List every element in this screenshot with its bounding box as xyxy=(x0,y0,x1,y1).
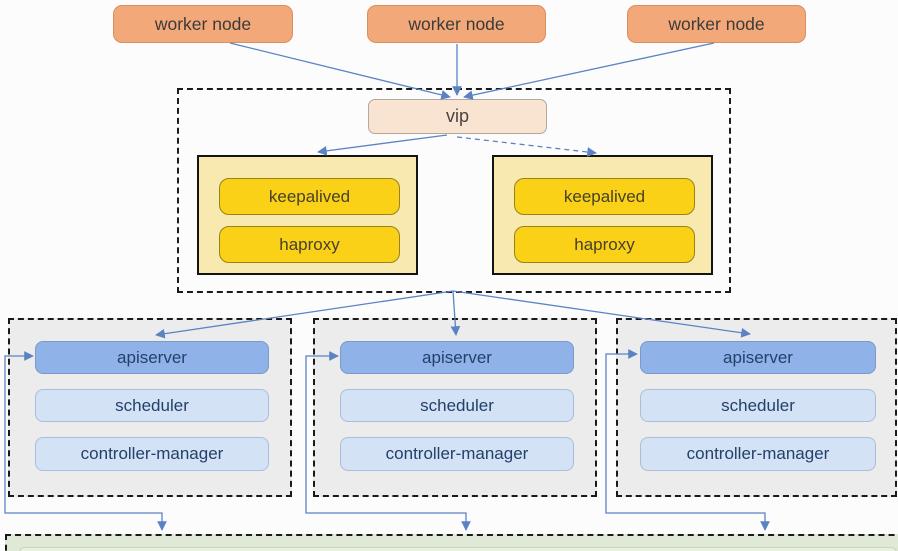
master-node-group-1: apiserver scheduler controller-manager xyxy=(8,318,292,497)
worker-node-box-1: worker node xyxy=(113,5,293,43)
apiserver-box-2: apiserver xyxy=(340,341,574,374)
ha-node-group-1: keepalived haproxy xyxy=(197,155,418,275)
vip-box: vip xyxy=(368,99,547,134)
etcd-inner-box xyxy=(19,547,897,551)
scheduler-box-1: scheduler xyxy=(35,389,269,422)
master-node-group-3: apiserver scheduler controller-manager xyxy=(616,318,897,497)
apiserver-box-3: apiserver xyxy=(640,341,876,374)
controller-manager-box-3: controller-manager xyxy=(640,437,876,471)
controller-manager-box-2: controller-manager xyxy=(340,437,574,471)
worker-node-box-2: worker node xyxy=(367,5,546,43)
master-node-group-2: apiserver scheduler controller-manager xyxy=(313,318,597,497)
keepalived-box-2: keepalived xyxy=(514,178,695,215)
apiserver-box-1: apiserver xyxy=(35,341,269,374)
scheduler-box-3: scheduler xyxy=(640,389,876,422)
controller-manager-box-1: controller-manager xyxy=(35,437,269,471)
haproxy-box-2: haproxy xyxy=(514,226,695,263)
haproxy-box-1: haproxy xyxy=(219,226,400,263)
worker-node-box-3: worker node xyxy=(627,5,806,43)
etcd-dashed-container xyxy=(5,534,898,551)
keepalived-box-1: keepalived xyxy=(219,178,400,215)
scheduler-box-2: scheduler xyxy=(340,389,574,422)
ha-node-group-2: keepalived haproxy xyxy=(492,155,713,275)
